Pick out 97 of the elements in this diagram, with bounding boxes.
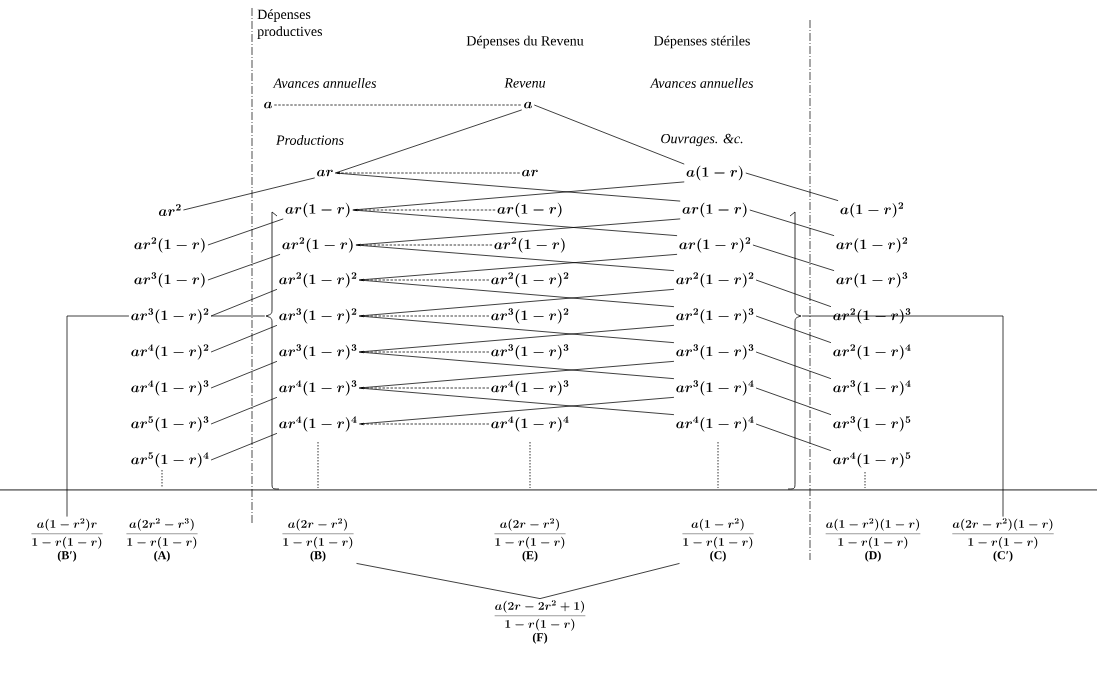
column-heading: Dépenses du Revenu	[466, 35, 584, 49]
connector-line	[210, 396, 278, 425]
connector-line	[358, 324, 675, 353]
formula-term: $ar^{2}(1-r)$	[134, 237, 205, 253]
formula-term: $ar^{3}(1-r)$	[134, 272, 205, 288]
formula-term: $ar^{3}(1-r)^{3}$	[491, 344, 569, 360]
formula-term: $ar^{3}(1-r)^{2}$	[279, 308, 357, 324]
formula-term: $ar^{5}(1-r)^{3}$	[131, 416, 209, 432]
connector-line	[755, 279, 832, 308]
formula-term: $ar^{3}(1-r)^{5}$	[833, 416, 911, 432]
column-heading: Dépenses productives	[257, 9, 322, 39]
formula-term: $ar^{2}(1-r)^{2}$	[279, 272, 357, 288]
connector-line	[210, 432, 278, 461]
formula-term: $a$	[524, 101, 533, 109]
connector-line	[755, 423, 832, 452]
connector-line	[358, 396, 675, 425]
connector-line	[801, 315, 1004, 517]
connector-line	[358, 279, 675, 308]
connector-line	[358, 360, 675, 389]
fraction-formula: $\frac{a(2r^{2}-r^{3})}{1-r(1-r)}$ (A)	[126, 518, 198, 562]
formula-term: $ar^{4}(1-r)^{4}$	[676, 416, 754, 432]
column-heading: Productions	[275, 135, 344, 145]
formula-term: $ar^{3}(1-r)^{3}$	[279, 344, 357, 360]
formula-term: $ar^{3}(1-r)^{2}$	[131, 308, 209, 324]
connector-line	[352, 181, 685, 211]
column-heading: Revenu	[504, 78, 546, 88]
formula-term: $a(1-r)^{2}$	[840, 202, 904, 218]
formula-term: $ar^{2}(1-r)$	[494, 237, 565, 253]
formula-term: $ar^{2}$	[158, 204, 181, 216]
formula-term: $ar$	[522, 169, 538, 177]
connector-line	[207, 253, 281, 281]
formula-term: $ar^{4}(1-r)^{5}$	[833, 452, 911, 468]
formula-term: $ar^{2}(1-r)^{2}$	[676, 272, 754, 288]
formula-term: $ar^{4}(1-r)^{2}$	[131, 344, 209, 360]
formula-term: $ar(1-r)^{2}$	[679, 237, 751, 253]
column-heading: Avances annuelles	[649, 78, 754, 88]
connector-line	[210, 324, 278, 353]
formula-term: $ar(1-r)^{2}$	[836, 237, 908, 253]
connector-line	[752, 244, 835, 272]
column-heading: Dépenses stériles	[654, 35, 750, 49]
connector-line	[355, 244, 675, 272]
fraction-formula: $\frac{a(2r-r^{2})}{1-r(1-r)}$ (E)	[494, 518, 566, 562]
formula-term: $ar^{4}(1-r)^{3}$	[131, 380, 209, 396]
connector-line	[358, 253, 678, 281]
fraction-formula: $\frac{a(2r-2r^{2}+1)}{1-r(1-r)}$ (F)	[494, 600, 586, 644]
formula-term: $ar^{3}(1-r)^{4}$	[676, 380, 754, 396]
formula-term: $a(1-r)$	[686, 165, 743, 181]
formula-term: $a$	[264, 101, 273, 109]
connector-line	[210, 360, 278, 389]
formula-term: $ar^{2}(1-r)^{2}$	[491, 272, 569, 288]
connector-line	[358, 351, 675, 380]
formula-term: $ar^{5}(1-r)^{4}$	[131, 452, 209, 468]
formula-term: $ar^{2}(1-r)^{3}$	[676, 308, 754, 324]
connector-line	[755, 351, 832, 380]
formula-term: $ar^{4}(1-r)^{3}$	[279, 380, 357, 396]
formula-term: $ar(1-r)$	[682, 202, 747, 218]
formula-term: $ar(1-r)^{3}$	[836, 272, 908, 288]
fraction-formula: $\frac{a(2r-r^{2})(1-r)}{1-r(1-r)}$ (C′)	[952, 518, 1054, 562]
connector-line	[356, 563, 541, 599]
column-heading: Avances annuelles	[272, 78, 377, 88]
connector-line	[755, 315, 832, 344]
fraction-formula: $\frac{a(2r-r^{2})}{1-r(1-r)}$ (B)	[282, 518, 354, 562]
formula-term: $ar^{2}(1-r)^{4}$	[833, 344, 911, 360]
connector-line	[358, 288, 675, 317]
connector-line	[539, 563, 680, 599]
formula-term: $ar^{2}(1-r)^{3}$	[833, 308, 911, 324]
dashed-line	[273, 104, 523, 106]
connector-line	[745, 172, 839, 202]
connector-line	[66, 315, 130, 517]
connector-line	[210, 288, 278, 317]
formula-term: $ar^{4}(1-r)^{3}$	[491, 380, 569, 396]
dashed-arrow	[360, 422, 490, 426]
connector-line	[749, 209, 835, 237]
column-heading: Ouvrages. &c.	[661, 133, 743, 147]
formula-term: $ar^{4}(1-r)^{4}$	[279, 416, 357, 432]
connector-line	[358, 315, 675, 344]
fraction-formula: $\frac{a(1-r^{2})(1-r)}{1-r(1-r)}$ (D)	[825, 518, 921, 562]
connector-line	[334, 172, 681, 202]
formula-term: $ar(1-r)$	[497, 202, 562, 218]
connector-line	[533, 104, 685, 165]
connector-line	[355, 218, 681, 246]
connector-line	[210, 315, 266, 317]
connector-line	[352, 209, 678, 237]
fraction-formula: $\frac{a(1-r^{2})r}{1-r(1-r)}$ (B′)	[31, 518, 103, 562]
formula-term: $ar$	[317, 169, 333, 177]
formula-term: $ar(1-r)$	[285, 202, 350, 218]
formula-term: $ar^{3}(1-r)^{2}$	[491, 308, 569, 324]
connector-line	[183, 177, 316, 211]
formula-term: $ar^{4}(1-r)^{4}$	[491, 416, 569, 432]
fraction-formula: $\frac{a(1-r^{2})}{1-r(1-r)}$ (C)	[682, 518, 754, 562]
connector-line	[358, 387, 675, 416]
formula-term: $ar^{2}(1-r)$	[282, 237, 353, 253]
connector-line	[207, 218, 284, 246]
formula-term: $ar^{3}(1-r)^{3}$	[676, 344, 754, 360]
connector-line	[755, 387, 832, 416]
dashed-arrow	[336, 171, 521, 175]
formula-term: $ar^{3}(1-r)^{4}$	[833, 380, 911, 396]
